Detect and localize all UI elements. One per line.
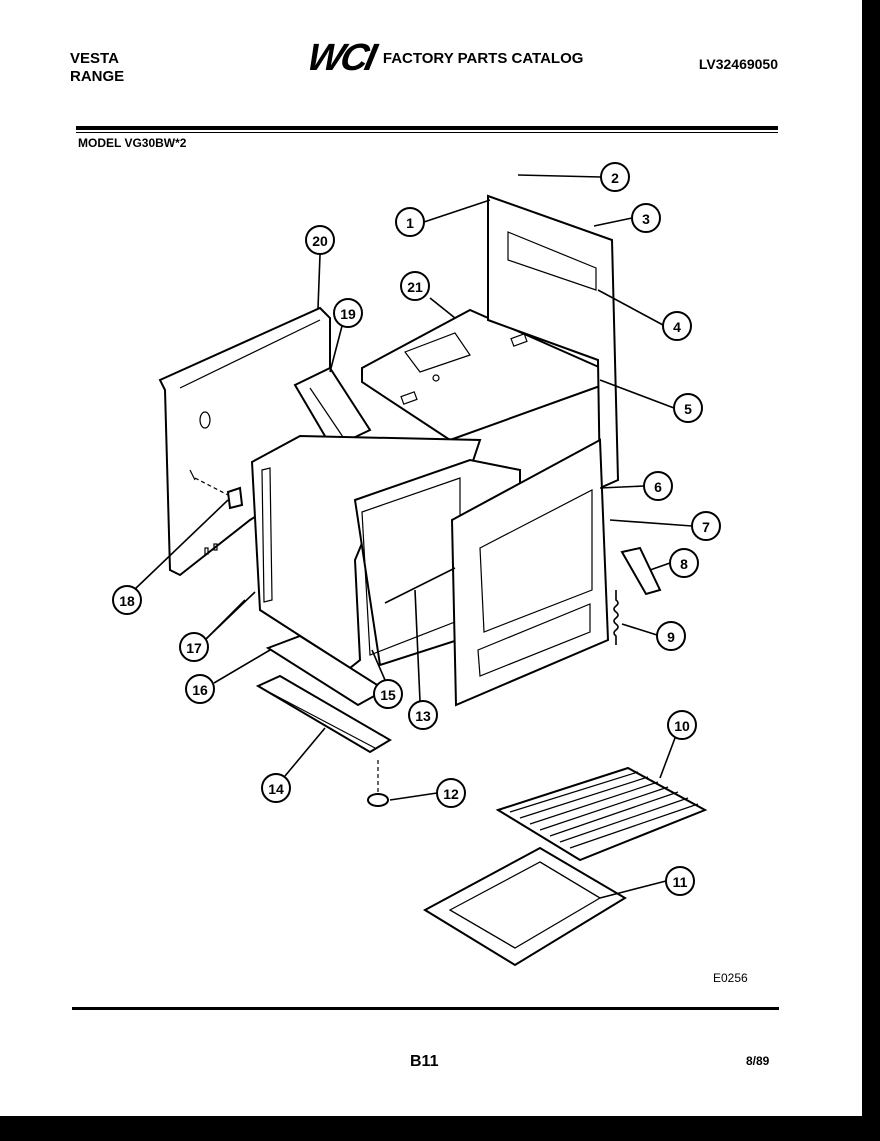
svg-text:20: 20 (312, 233, 328, 249)
callout-16: 16 (185, 674, 215, 704)
spring-part (613, 590, 619, 645)
callout-7: 7 (691, 511, 721, 541)
callout-21: 21 (400, 271, 430, 301)
svg-text:19: 19 (340, 306, 356, 322)
header-rule-thin (76, 132, 778, 133)
callout-6: 6 (643, 471, 673, 501)
catalog-number: LV32469050 (698, 56, 778, 72)
callout-18: 18 (112, 585, 142, 615)
broiler-pan-part (422, 846, 627, 967)
brand-name: VESTA (70, 50, 119, 67)
brand-block: VESTA RANGE (70, 50, 124, 86)
callout-10: 10 (667, 710, 697, 740)
svg-text:12: 12 (443, 786, 459, 802)
product-type: RANGE (70, 68, 125, 85)
svg-text:11: 11 (673, 874, 688, 890)
callout-8: 8 (669, 548, 699, 578)
drawer-trim-part (255, 674, 392, 754)
callout-14: 14 (261, 773, 291, 803)
callout-4: 4 (662, 311, 692, 341)
burner-valve-part (367, 760, 389, 807)
svg-text:3: 3 (642, 211, 650, 227)
callout-12: 12 (436, 778, 466, 808)
svg-text:13: 13 (415, 708, 431, 724)
oven-door-part (450, 438, 610, 707)
footer-rule (72, 1007, 779, 1010)
svg-text:2: 2 (611, 170, 619, 186)
bracket-part (194, 477, 244, 510)
svg-text:14: 14 (268, 781, 284, 797)
svg-text:6: 6 (654, 479, 662, 495)
header-rule-thick (76, 126, 778, 130)
callout-1: 1 (395, 207, 425, 237)
svg-text:21: 21 (407, 279, 423, 295)
callout-20: 20 (305, 225, 335, 255)
callout-2: 2 (600, 162, 630, 192)
flue-deflector-part (293, 366, 372, 450)
svg-text:1: 1 (406, 215, 414, 231)
callout-15: 15 (373, 679, 403, 709)
page-number: B11 (410, 1053, 439, 1070)
svg-text:7: 7 (702, 519, 710, 535)
svg-text:16: 16 (192, 682, 208, 698)
svg-text:17: 17 (186, 640, 202, 656)
exploded-parts-diagram: 1 2 3 4 5 6 7 8 9 10 11 12 13 14 15 16 1… (112, 162, 721, 967)
svg-text:8: 8 (680, 556, 688, 572)
svg-text:4: 4 (673, 319, 681, 335)
callout-5: 5 (673, 393, 703, 423)
svg-text:15: 15 (380, 687, 396, 703)
date-code: 8/89 (746, 1054, 770, 1068)
callout-17: 17 (179, 632, 209, 662)
svg-text:10: 10 (674, 718, 690, 734)
callout-9: 9 (656, 621, 686, 651)
oven-rack-part (495, 766, 708, 862)
callout-13: 13 (408, 700, 438, 730)
callout-19: 19 (333, 298, 363, 328)
rack-support-part (384, 567, 456, 604)
catalog-title: FACTORY PARTS CATALOG (382, 49, 584, 67)
leader-lines (133, 174, 693, 899)
svg-text:5: 5 (684, 401, 692, 417)
model-number: MODEL VG30BW*2 (78, 136, 187, 150)
catalog-page: VESTA RANGE WCI FACTORY PARTS CATALOG LV… (0, 0, 862, 1116)
hinge-part (620, 546, 662, 596)
callout-11: 11 (665, 866, 695, 896)
svg-text:18: 18 (119, 593, 135, 609)
svg-text:9: 9 (667, 629, 675, 645)
side-panel-part (158, 306, 331, 577)
catalog-header: WCI FACTORY PARTS CATALOG (304, 37, 584, 79)
diagram-code: E0256 (713, 971, 748, 985)
callout-3: 3 (631, 203, 661, 233)
